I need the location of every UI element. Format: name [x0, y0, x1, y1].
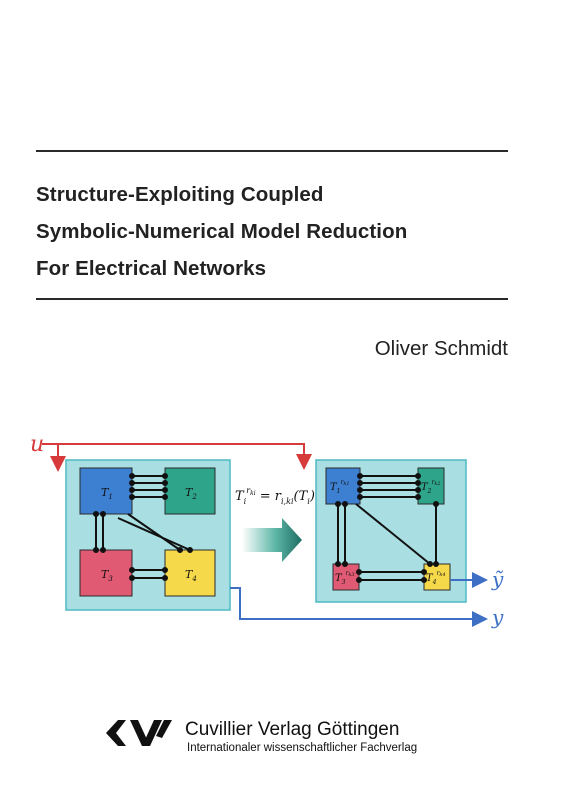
- left-connections: [93, 473, 193, 581]
- middle-rule: [36, 298, 508, 300]
- input-label: u: [30, 432, 44, 457]
- cuvillier-logo: [106, 720, 172, 746]
- model-reduction-diagram: u T1 T2 T3 T4 Tirki = ri,ki(Ti) T1rk1 T2…: [30, 432, 504, 629]
- publisher-name: Cuvillier Verlag Göttingen: [185, 719, 400, 740]
- label-t4: T4: [185, 568, 197, 583]
- block-t2: [164, 467, 216, 515]
- transform-formula: Tirki = ri,ki(Ti): [235, 486, 315, 506]
- top-rule: [36, 150, 508, 152]
- block-t1: [79, 467, 133, 515]
- publisher-subtitle: Internationaler wissenschaftlicher Fachv…: [187, 742, 418, 754]
- output-arrow: [230, 587, 488, 627]
- transform-arrow: [242, 518, 302, 562]
- right-connections: [335, 473, 439, 583]
- title-line-1: Structure-Exploiting Coupled: [36, 183, 324, 206]
- input-arrow: [42, 443, 312, 470]
- title-line-3: For Electrical Networks: [36, 257, 267, 280]
- output-label: y: [491, 605, 504, 629]
- title-line-2: Symbolic-Numerical Model Reduction: [36, 220, 408, 243]
- book-title: Structure-Exploiting Coupled Symbolic-Nu…: [36, 176, 516, 287]
- reduced-block-t2: [417, 467, 445, 505]
- output-approx-label: ỹ: [491, 567, 504, 591]
- label-t1: T1: [101, 486, 113, 501]
- author-name: Oliver Schmidt: [374, 337, 508, 360]
- reduced-block-t3: [332, 563, 360, 591]
